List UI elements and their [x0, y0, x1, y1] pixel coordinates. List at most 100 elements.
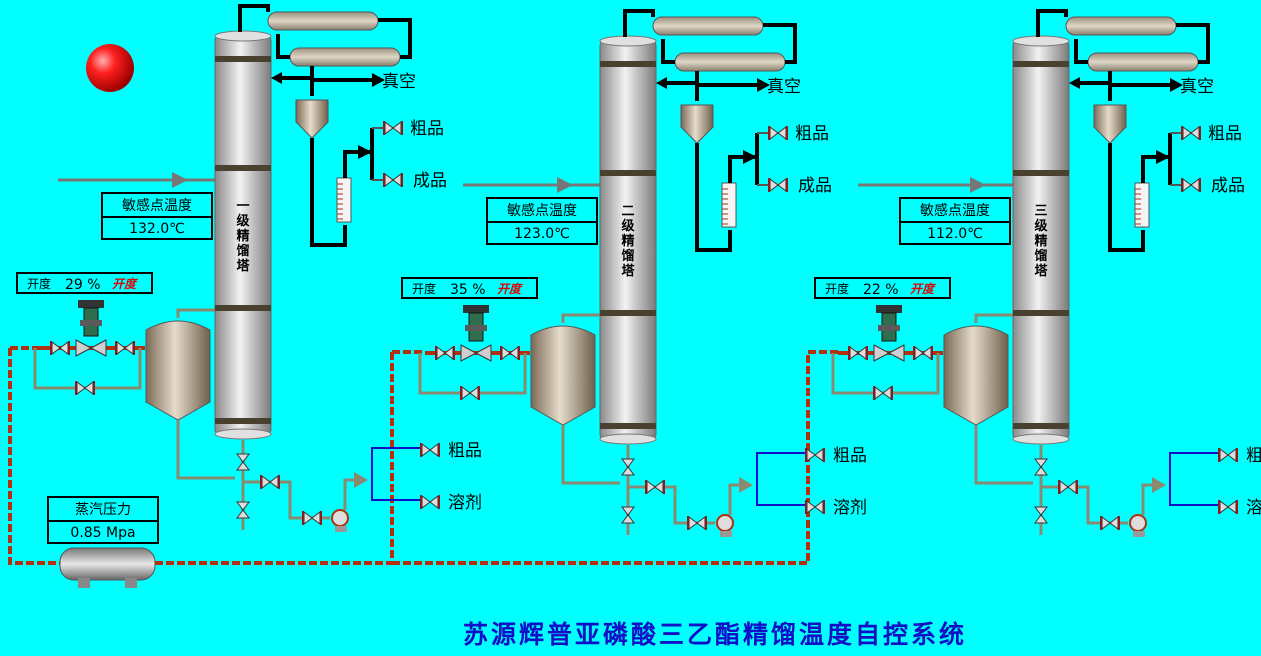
bottom-crude-valve-1[interactable]	[420, 443, 440, 457]
temperature-value: 123.0℃	[514, 226, 570, 242]
bottom-crude-label: 粗品	[1246, 446, 1261, 466]
bottom-valve-c-1[interactable]	[260, 475, 280, 489]
distillation-column-3: 三级精馏塔	[1012, 35, 1070, 445]
opening-value: 22 %	[863, 282, 899, 298]
bottom-valve-a-1[interactable]	[236, 453, 250, 471]
control-valve-3[interactable]	[873, 305, 905, 362]
temperature-value: 132.0℃	[129, 221, 185, 237]
reboiler-2	[530, 325, 596, 426]
product-label: 成品	[413, 171, 447, 191]
pump-3[interactable]	[1129, 514, 1147, 537]
distillation-column-2: 二级精馏塔	[599, 35, 657, 445]
temperature-label: 敏感点温度	[507, 202, 577, 219]
bottom-valve-a-3[interactable]	[1034, 458, 1048, 476]
temperature-panel-2: 敏感点温度 123.0℃	[486, 197, 598, 245]
sight-glass-2	[721, 182, 737, 228]
steam-line	[8, 346, 838, 565]
bottom-crude-label: 粗品	[833, 446, 867, 466]
condenser-1	[267, 11, 401, 67]
steam-valve-b-1[interactable]	[115, 341, 135, 355]
vacuum-label: 真空	[1180, 77, 1214, 97]
bottom-valve-b-3[interactable]	[1034, 506, 1048, 524]
pump-1[interactable]	[331, 509, 349, 532]
steam-valve-b-2[interactable]	[500, 346, 520, 360]
solvent-label: 溶剂	[448, 493, 482, 513]
solvent-valve-3[interactable]	[1218, 500, 1238, 514]
pump-2[interactable]	[716, 514, 734, 537]
sight-glass-1	[336, 177, 352, 223]
bottom-valve-c-3[interactable]	[1058, 480, 1078, 494]
bypass-valve-3[interactable]	[873, 386, 893, 400]
crude-label: 粗品	[410, 119, 444, 139]
product-valve-3[interactable]	[1181, 178, 1201, 192]
temperature-label: 敏感点温度	[920, 202, 990, 219]
steam-pressure-panel: 蒸汽压力 0.85 Mpa	[47, 496, 159, 544]
steam-valve-b-3[interactable]	[913, 346, 933, 360]
bottom-valve-b-1[interactable]	[236, 501, 250, 519]
vacuum-label: 真空	[767, 77, 801, 97]
distillation-column-1: 一级精馏塔	[214, 30, 272, 440]
temperature-panel-1: 敏感点温度 132.0℃	[101, 192, 213, 240]
steam-valve-a-2[interactable]	[435, 346, 455, 360]
control-valve-1[interactable]	[75, 300, 107, 357]
opening-panel-1: 开度 29 % 开度	[16, 272, 153, 294]
product-label: 成品	[798, 176, 832, 196]
opening-suffix: 开度	[910, 282, 936, 296]
opening-panel-3: 开度 22 % 开度	[814, 277, 951, 299]
bottom-valve-c-2[interactable]	[645, 480, 665, 494]
sight-glass-3	[1134, 182, 1150, 228]
condenser-3	[1065, 16, 1199, 72]
crude-label: 粗品	[795, 124, 829, 144]
crude-valve-3[interactable]	[1181, 126, 1201, 140]
opening-value: 29 %	[65, 277, 101, 293]
pump-suction-valve-2[interactable]	[687, 516, 707, 530]
reboiler-3	[943, 325, 1009, 426]
receiver-1	[295, 99, 329, 139]
control-valve-2[interactable]	[460, 305, 492, 362]
bottom-crude-valve-3[interactable]	[1218, 448, 1238, 462]
crude-valve-1[interactable]	[383, 121, 403, 135]
product-valve-1[interactable]	[383, 173, 403, 187]
bypass-valve-2[interactable]	[460, 386, 480, 400]
steam-drum	[59, 547, 156, 588]
receiver-2	[680, 104, 714, 144]
reboiler-1	[145, 320, 211, 421]
alarm-indicator[interactable]	[86, 44, 134, 92]
product-label: 成品	[1211, 176, 1245, 196]
opening-suffix: 开度	[112, 277, 138, 291]
page-title: 苏源辉普亚磷酸三乙酯精馏温度自控系统	[463, 620, 967, 649]
steam-pressure-value: 0.85 Mpa	[70, 525, 135, 541]
pump-suction-valve-3[interactable]	[1100, 516, 1120, 530]
vacuum-label: 真空	[382, 72, 416, 92]
opening-suffix: 开度	[497, 282, 523, 296]
steam-pressure-label: 蒸汽压力	[75, 502, 131, 518]
solvent-label: 溶剂	[1246, 498, 1261, 518]
solvent-label: 溶剂	[833, 498, 867, 518]
bottom-crude-valve-2[interactable]	[805, 448, 825, 462]
crude-label: 粗品	[1208, 124, 1242, 144]
steam-valve-a-1[interactable]	[50, 341, 70, 355]
opening-label: 开度	[412, 281, 436, 296]
column-name: 一级精馏塔	[235, 199, 250, 274]
bottom-valve-a-2[interactable]	[621, 458, 635, 476]
temperature-label: 敏感点温度	[122, 197, 192, 214]
solvent-valve-2[interactable]	[805, 500, 825, 514]
steam-valve-a-3[interactable]	[848, 346, 868, 360]
column-name: 二级精馏塔	[620, 204, 635, 279]
opening-label: 开度	[27, 276, 51, 291]
receiver-3	[1093, 104, 1127, 144]
opening-label: 开度	[825, 281, 849, 296]
solvent-valve-1[interactable]	[420, 495, 440, 509]
product-valve-2[interactable]	[768, 178, 788, 192]
pump-suction-valve-1[interactable]	[302, 511, 322, 525]
bottom-crude-label: 粗品	[448, 441, 482, 461]
bottom-valve-b-2[interactable]	[621, 506, 635, 524]
bypass-valve-1[interactable]	[75, 381, 95, 395]
crude-valve-2[interactable]	[768, 126, 788, 140]
